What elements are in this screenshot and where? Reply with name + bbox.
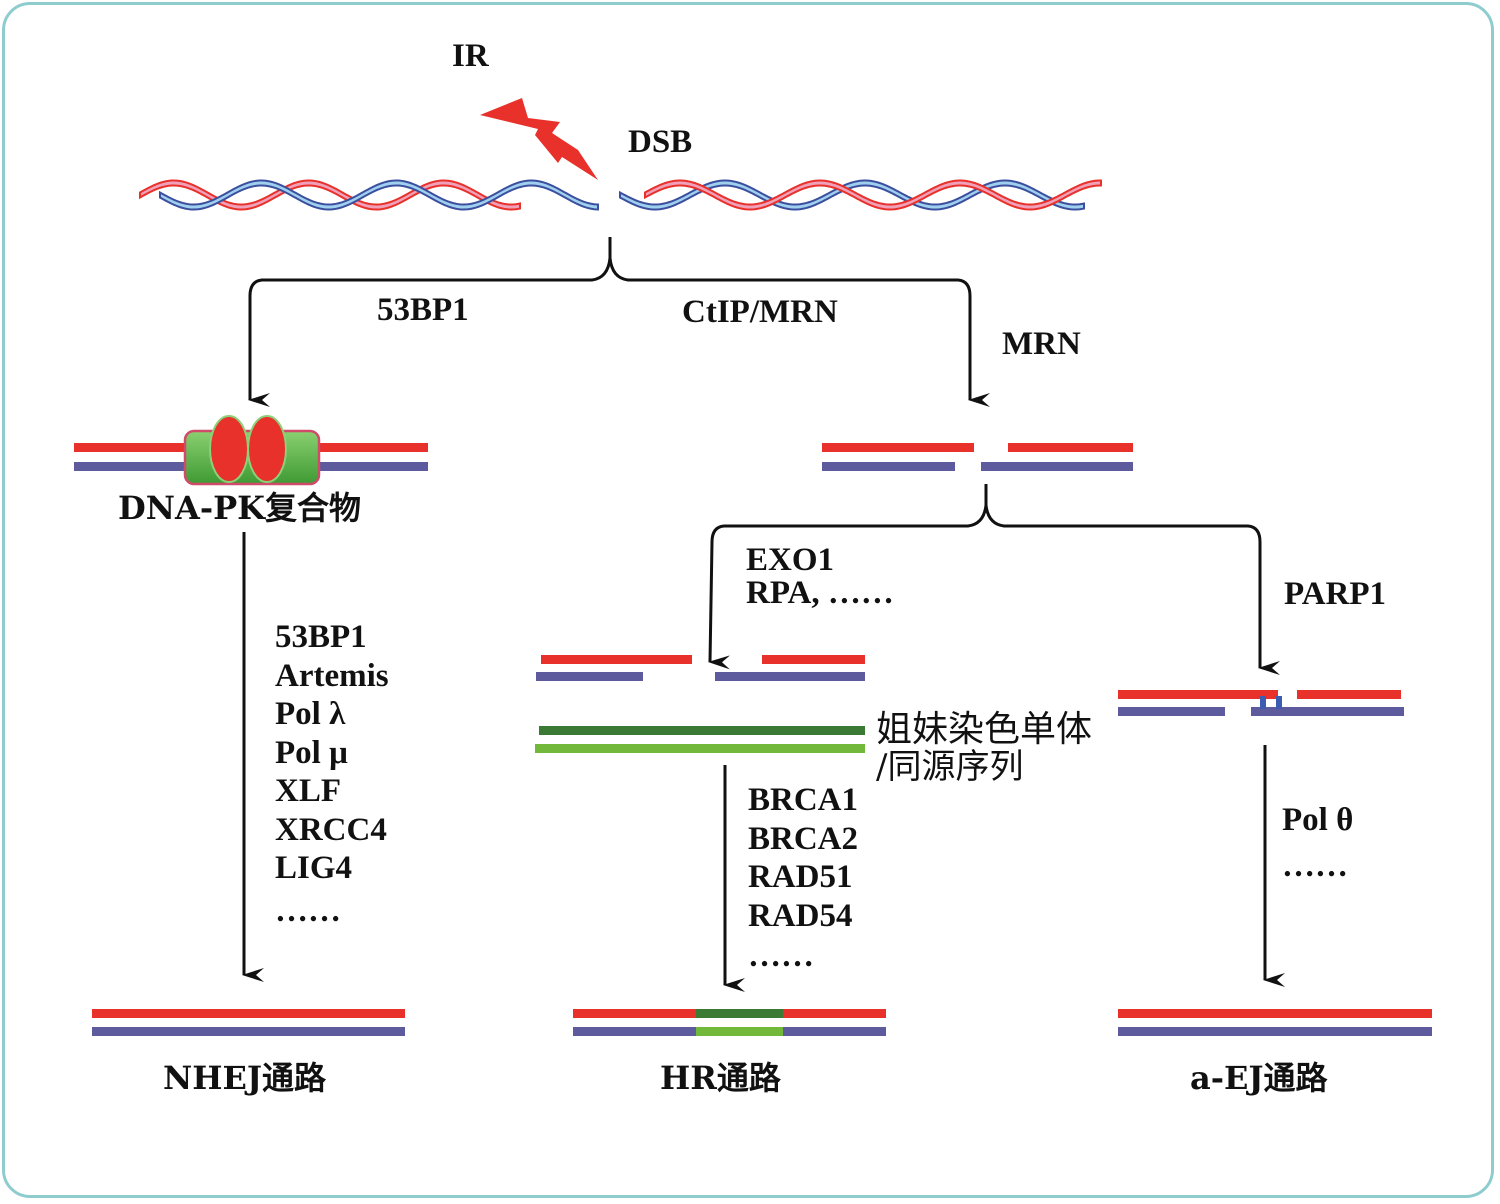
nhej-factor: XRCC4 <box>275 811 387 848</box>
branch-mrn-label: MRN <box>1002 326 1081 362</box>
aej-product-dna <box>1118 1009 1432 1036</box>
nhej-factor: Artemis <box>275 657 389 694</box>
nhej-factor: Pol μ <box>275 734 348 771</box>
aej-microhomology-dna <box>1118 690 1404 716</box>
hr-factor: …… <box>748 938 814 974</box>
mrn-processed-dna <box>822 443 1133 471</box>
microhomology-pair-1 <box>1260 696 1266 709</box>
aej-factor: …… <box>1282 848 1348 884</box>
nhej-factor: Pol λ <box>275 696 346 732</box>
homologous-sequence-label: /同源序列 <box>876 747 1024 787</box>
ir-label: IR <box>452 38 489 74</box>
microhomology-pair-2 <box>1276 696 1282 709</box>
dsb-label: DSB <box>628 124 693 160</box>
hr-product-dna <box>573 1009 886 1036</box>
dna-pk-complex-label: DNA-PK复合物 <box>118 489 361 527</box>
nhej-pathway-label: NHEJ通路 <box>163 1059 327 1097</box>
parp1-label: PARP1 <box>1284 576 1387 612</box>
nhej-factor: LIG4 <box>275 850 353 886</box>
ku-subunit-1 <box>209 415 249 483</box>
ku-subunit-2 <box>247 415 287 483</box>
resection-factor: EXO1 <box>746 542 835 578</box>
helix-strand-red <box>139 179 521 211</box>
aej-factor: Pol θ <box>1282 802 1354 838</box>
hr-pathway-label: HR通路 <box>660 1059 781 1097</box>
sister-chromatid-label: 姐妹染色单体 <box>876 709 1093 750</box>
nhej-factor: 53BP1 <box>275 619 367 655</box>
branch-ctip-mrn-label: CtIP/MRN <box>682 294 838 330</box>
dna-helix-right <box>619 179 1102 211</box>
hr-factor: BRCA1 <box>748 782 859 818</box>
dna-helix-left <box>139 179 599 211</box>
top-brace <box>608 237 990 407</box>
sister-chromatid-template <box>535 726 865 753</box>
resection-factor-list: EXO1 RPA, …… <box>746 544 894 610</box>
hr-factor-list: BRCA1 BRCA2 RAD51 RAD54 …… <box>748 781 858 976</box>
nhej-factor-list: 53BP1 Artemis Pol λ Pol μ XLF XRCC4 LIG4… <box>275 618 389 930</box>
lightning-bolt-icon <box>480 98 598 180</box>
aej-pathway-label: a-EJ通路 <box>1190 1059 1328 1097</box>
second-brace-right <box>984 484 1280 675</box>
hr-resected-dna <box>536 655 865 681</box>
hr-factor: BRCA2 <box>748 820 859 857</box>
hr-factor: RAD54 <box>748 897 853 934</box>
helix-strand-red <box>644 179 1102 211</box>
second-brace-left <box>708 504 988 670</box>
top-brace-left <box>248 257 612 407</box>
nhej-factor: …… <box>275 892 341 929</box>
nhej-factor: XLF <box>275 773 341 809</box>
resection-factor: RPA, …… <box>746 575 894 611</box>
hr-factor: RAD51 <box>748 859 853 895</box>
nhej-product-dna <box>92 1009 405 1036</box>
dna-pk-bound-dna <box>74 415 428 486</box>
branch-53bp1-label: 53BP1 <box>377 292 469 328</box>
helix-strand-blue <box>159 179 599 211</box>
aej-factor-list: Pol θ …… <box>1282 797 1353 889</box>
